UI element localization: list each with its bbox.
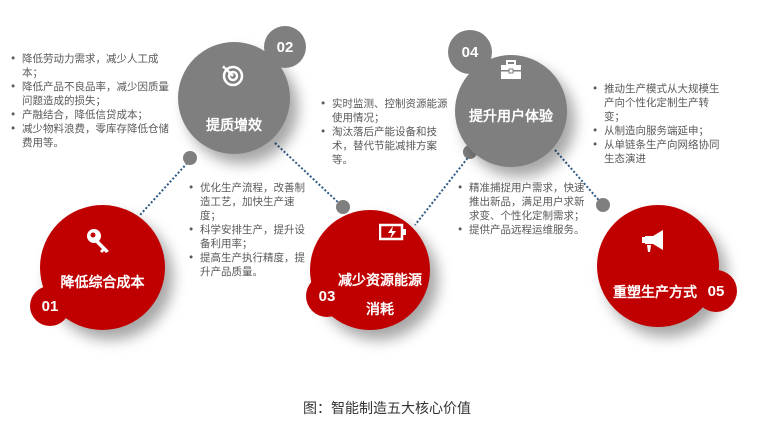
joint-dot	[183, 151, 197, 165]
briefcase-icon	[501, 60, 521, 79]
description-point: 实时监测、控制资源能源使用情况；	[320, 97, 450, 125]
number-badge: 04	[448, 30, 492, 74]
connector-03-04	[414, 154, 471, 226]
description-01: 降低劳动力需求，减少人工成本； 降低产品不良品率，减少因质量问题造成的损失； 产…	[10, 52, 170, 150]
key-icon	[87, 229, 109, 253]
connector-02-03	[274, 142, 344, 208]
description-04: 精准捕捉用户需求，快速推出新品，满足用户求新求变、个性化定制需求； 提供产品远程…	[457, 181, 587, 237]
joint-dot	[336, 200, 350, 214]
value-title-line2: 消耗	[366, 302, 394, 318]
number-badge: 01	[30, 286, 70, 326]
battery-charging-icon	[379, 223, 406, 241]
value-title-line1: 减少资源能源	[338, 273, 422, 289]
description-point: 减少物料浪费，零库存降低仓储费用等。	[10, 122, 170, 150]
connector-04-05	[554, 149, 604, 206]
joint-dot	[596, 198, 610, 212]
value-title: 提升用户体验	[469, 109, 553, 125]
circle-main	[597, 205, 719, 327]
megaphone-icon	[642, 230, 663, 252]
description-point: 优化生产流程，改善制造工艺，加快生产速度；	[188, 181, 313, 223]
figure-caption: 图：智能制造五大核心价值	[303, 401, 471, 417]
number-badge: 02	[264, 26, 306, 68]
description-point: 从制造向服务端延申；	[592, 124, 722, 138]
description-point: 提供产品远程运维服务。	[457, 223, 587, 237]
number-badge: 03	[306, 275, 348, 317]
description-point: 降低劳动力需求，减少人工成本；	[10, 52, 170, 80]
description-point: 推动生产模式从大规模生产向个性化定制生产转变；	[592, 82, 722, 124]
description-point: 科学安排生产，提升设备利用率；	[188, 223, 313, 251]
description-05: 推动生产模式从大规模生产向个性化定制生产转变； 从制造向服务端延申； 从单链条生…	[592, 82, 722, 166]
value-title: 降低综合成本	[60, 275, 145, 291]
value-title: 提质增效	[206, 118, 262, 134]
description-point: 精准捕捉用户需求，快速推出新品，满足用户求新求变、个性化定制需求；	[457, 181, 587, 223]
description-point: 从单链条生产向网络协同生态演进	[592, 138, 722, 166]
description-point: 淘汰落后产能设备和技术，替代节能减排方案等。	[320, 125, 450, 167]
number-badge: 05	[695, 270, 737, 312]
target-icon	[222, 65, 244, 87]
connector-01-02	[139, 159, 191, 216]
description-03: 实时监测、控制资源能源使用情况； 淘汰落后产能设备和技术，替代节能减排方案等。	[320, 97, 450, 167]
description-point: 降低产品不良品率，减少因质量问题造成的损失；	[10, 80, 170, 108]
value-title: 重塑生产方式	[613, 285, 697, 301]
description-point: 产融结合，降低信贷成本；	[10, 108, 170, 122]
description-point: 提高生产执行精度，提升产品质量。	[188, 251, 313, 279]
description-02: 优化生产流程，改善制造工艺，加快生产速度； 科学安排生产，提升设备利用率； 提高…	[188, 181, 313, 279]
